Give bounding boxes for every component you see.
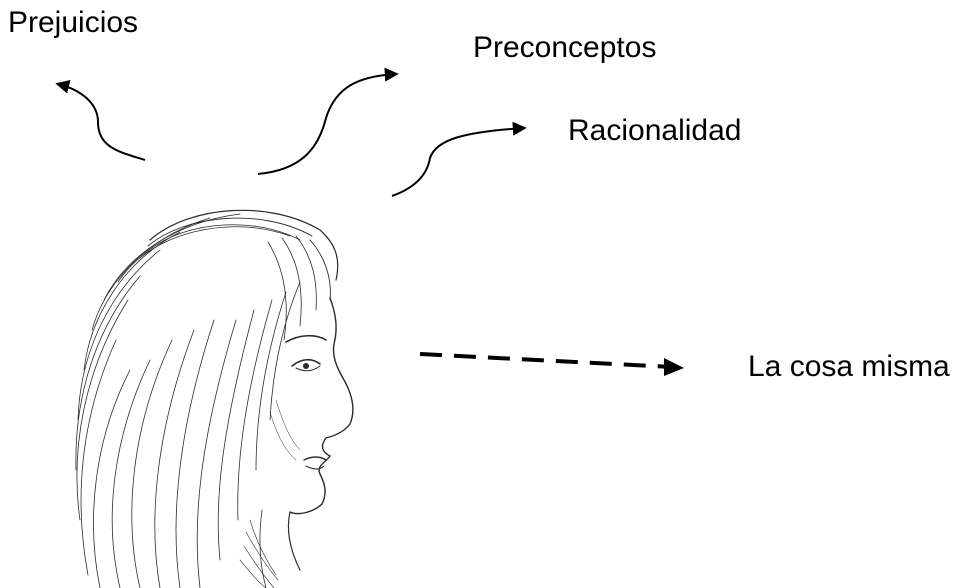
arrow-preconceptos xyxy=(257,67,399,175)
arrow-cosa-misma-head xyxy=(664,358,684,376)
label-racionalidad: Racionalidad xyxy=(568,114,742,147)
arrow-racionalidad xyxy=(391,121,527,197)
label-prejuicios: Prejuicios xyxy=(8,6,139,39)
arrow-cosa-misma xyxy=(419,352,673,369)
label-la-cosa-misma: La cosa misma xyxy=(748,350,950,383)
label-preconceptos: Preconceptos xyxy=(473,31,657,64)
arrow-prejuicios xyxy=(55,79,146,161)
woman-profile-sketch-icon xyxy=(75,209,354,588)
